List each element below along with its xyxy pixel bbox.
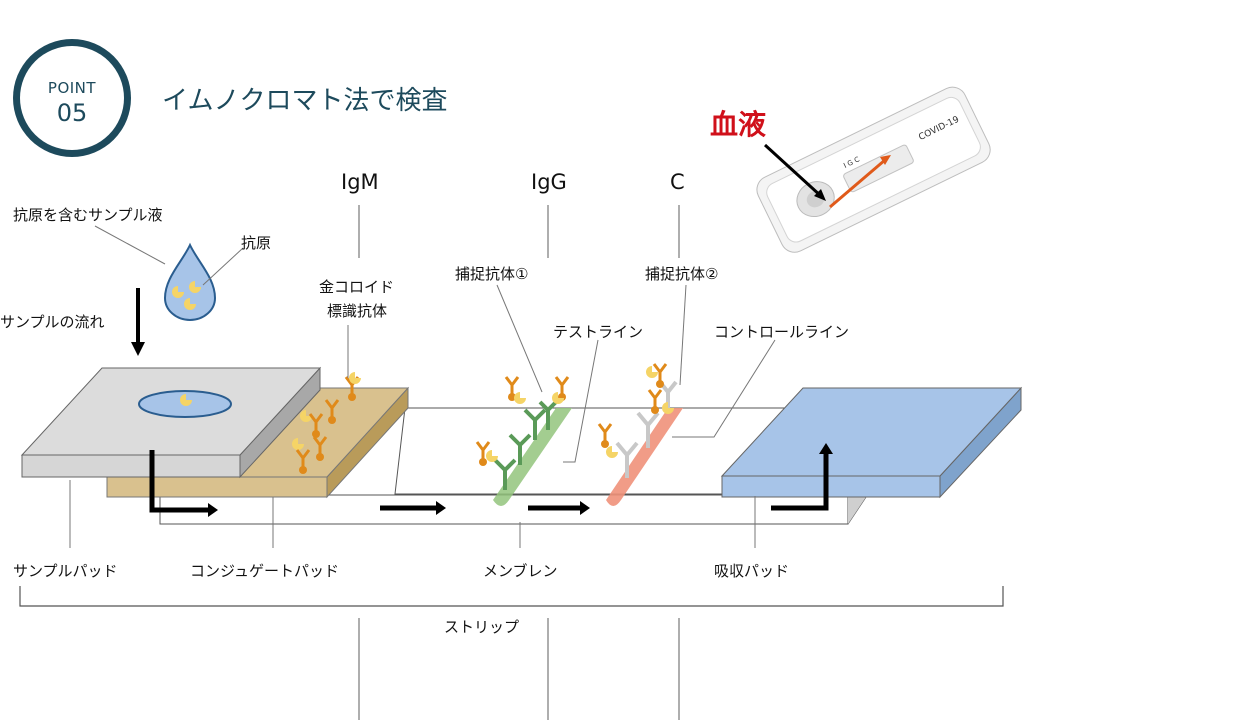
sample-drop	[163, 242, 217, 321]
label-sample-liquid: 抗原を含むサンプル液	[13, 206, 163, 224]
control-line	[597, 362, 683, 506]
label-antigen: 抗原	[241, 234, 272, 252]
label-capture-antibody-1: 捕捉抗体①	[455, 265, 529, 283]
absorbent-pad	[720, 386, 1023, 499]
test-kit: COVID-19 I G C	[756, 86, 991, 253]
page-title: イムノクロマト法で検査	[162, 86, 448, 116]
label-strip: ストリップ	[444, 618, 520, 636]
label-gold-antibody-1: 金コロイド	[319, 278, 395, 296]
label-igm: IgM	[341, 170, 379, 194]
label-c: C	[670, 170, 685, 194]
point-label: POINT	[47, 79, 97, 97]
test-line	[475, 375, 572, 506]
sample-pad	[20, 366, 322, 479]
point-number: 05	[56, 99, 88, 127]
label-control-line: コントロールライン	[714, 323, 850, 341]
point-badge: POINT 05	[13, 39, 131, 157]
label-sample-flow: サンプルの流れ	[0, 313, 105, 331]
label-test-line: テストライン	[553, 323, 644, 341]
label-conjugate-pad: コンジュゲートパッド	[190, 562, 339, 580]
label-absorbent-pad: 吸収パッド	[714, 562, 790, 580]
label-capture-antibody-2: 捕捉抗体②	[645, 265, 719, 283]
label-membrane: メンブレン	[483, 562, 558, 580]
label-igg: IgG	[531, 170, 567, 194]
label-blood: 血液	[710, 108, 767, 141]
label-sample-pad: サンプルパッド	[13, 562, 118, 580]
label-gold-antibody-2: 標識抗体	[327, 302, 388, 320]
